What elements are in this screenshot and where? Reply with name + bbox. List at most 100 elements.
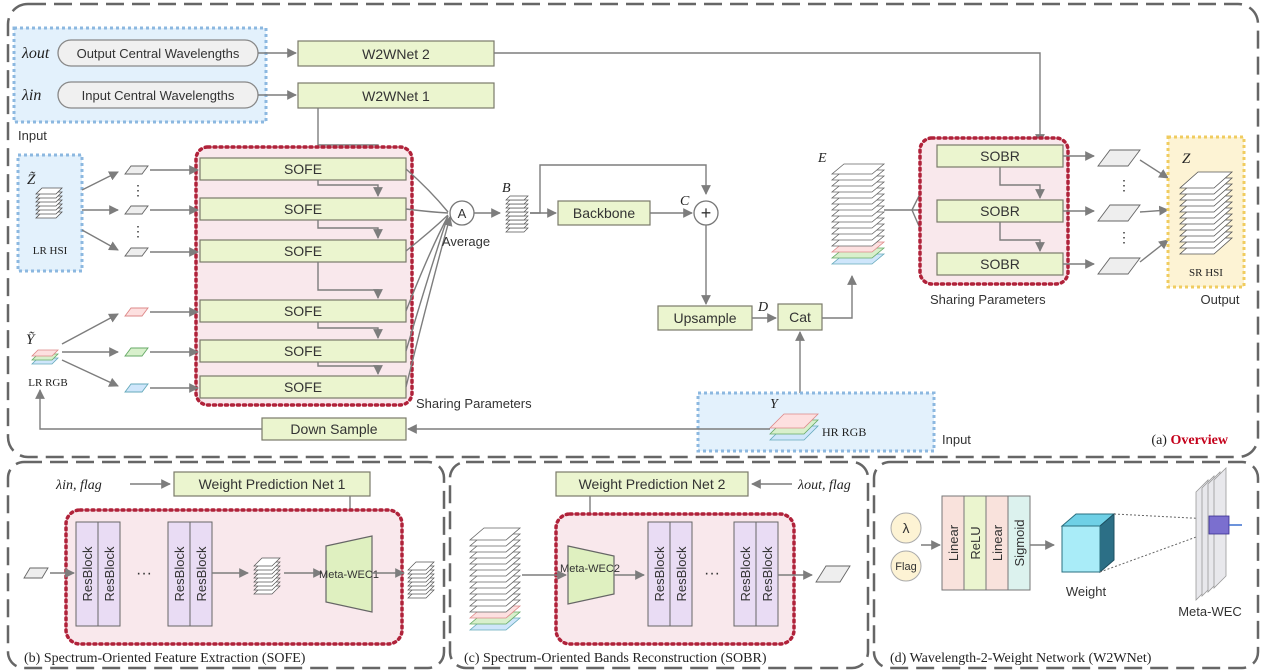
sobr-stack: SOBR SOBR SOBR [936,144,1064,276]
weight-projection-bottom [1099,531,1211,573]
backbone-box [557,200,651,226]
flag-node [890,550,922,582]
sofe-label-2: SOFE [284,201,322,217]
wpn1-box [173,471,371,497]
meta-wec2-label: Meta-WEC2 [560,563,620,575]
sobr-panel [448,460,870,670]
sofe-sharing-region [194,145,414,407]
sobr-output-slice [815,565,851,583]
sr-hsi-label: SR HSI [1189,267,1223,279]
lambda-node-label: λ [903,520,910,536]
sofe-resblocks: ResBlock ResBlock ··· ResBlock ResBlock [75,521,213,627]
sofe-resblock-2-label: ResBlock [102,546,117,601]
dots-4: ⋮ [1117,229,1131,245]
arrow-cat-to-e [822,275,857,319]
w2wnet1-label: W2WNet 1 [362,88,430,104]
upsample-label: Upsample [673,310,736,326]
sigmoid-layer-label: Sigmoid [1012,520,1027,567]
cat-box [777,303,823,331]
average-symbol: A [458,206,467,221]
b-feature-stack [505,195,529,233]
arrow-rgb-3 [61,359,119,387]
d-label: D [757,300,768,315]
sobr-resblocks: ResBlock ResBlock ··· ResBlock ResBlock [647,521,779,627]
arrow-to-sr-1 [1139,159,1169,179]
upsample-box [657,305,753,331]
out-band-2 [1097,204,1141,222]
sobr-sharing-label: Sharing Parameters [930,292,1046,307]
sobr-resblock-4 [755,521,779,627]
input-label-bottom: Input [942,432,971,447]
sofe-stack: SOFE SOFE SOFE SOFE SOFE SOFE [199,157,407,399]
band-slice-3 [124,247,149,257]
arrow-hsi-1 [81,171,119,191]
sofe-resblock-4 [189,521,213,627]
output-wavelength-label: Output Central Wavelengths [77,46,240,61]
arrow-w2wnet2-to-sobr [494,52,1045,144]
mlp-layers: Linear ReLU Linear Sigmoid [941,495,1031,591]
arrow-to-sr-3 [1139,239,1169,263]
sofe-resblock-4-label: ResBlock [194,546,209,601]
sofe-label-4: SOFE [284,303,322,319]
arrow-downsample-to-lr-rgb [35,389,262,430]
y-tilde-label: Ỹ [26,331,36,348]
sobr-resblock-1-label: ResBlock [652,546,667,601]
weight-label: Weight [1066,584,1107,599]
overview-panel [6,2,1260,459]
plus-symbol: + [701,203,712,223]
sofe-label-5: SOFE [284,343,322,359]
hr-rgb-stack-icon [769,413,819,441]
overview-caption: (a) Overview [1151,433,1228,448]
dots-3: ⋮ [1117,177,1131,193]
band-slice-2 [124,205,149,215]
wpn2-label: Weight Prediction Net 2 [579,476,726,492]
sobr-resblock-4-label: ResBlock [760,546,775,601]
e-label: E [817,151,827,166]
meta-wec2-trapezoid [567,545,615,605]
lr-rgb-stack-icon [31,349,59,365]
sobr-caption: (c) Spectrum-Oriented Bands Reconstructi… [464,651,767,666]
rgb-slice-r [124,307,149,317]
sobr-label-3: SOBR [980,256,1020,272]
sofe-param-arrow-3 [317,262,383,299]
sofe-ellipsis: ··· [136,565,152,582]
c-label: C [680,194,690,209]
wpn1-label: Weight Prediction Net 1 [199,476,346,492]
dots-2: ⋮ [131,223,145,239]
y-label: Y [770,397,780,412]
sofe-param-arrow-4 [317,322,383,339]
overview-caption-prefix: (a) [1151,433,1170,448]
sofe-caption: (b) Spectrum-Oriented Feature Extraction… [24,651,306,666]
w2w-caption: (d) Wavelength-2-Weight Network (W2WNet) [890,651,1152,666]
lambda-in-label: λin [21,87,41,104]
sr-hsi-stack-icon [1178,171,1234,255]
sofe-input-slice [23,567,49,579]
sofe-output-stack [407,561,435,599]
sobr-resblock-2-label: ResBlock [674,546,689,601]
z-label: Z [1182,151,1191,167]
sobr-param-arrow-1 [999,167,1045,199]
sobr-input-stack [468,527,522,631]
linear-layer-1-label: Linear [946,524,961,561]
sobr-param-arrow-2 [999,222,1045,252]
arrow-to-sr-2 [1139,205,1169,216]
downsample-label: Down Sample [290,421,377,437]
weight-cube-icon [1060,512,1116,574]
average-label: Average [442,234,490,249]
meta-wec1-trapezoid [325,535,373,613]
sofe-merge-arrows [405,168,453,388]
w2wnet2-label: W2WNet 2 [362,46,430,62]
sobr-ellipsis: ··· [704,565,720,582]
sobr-label-2: SOBR [980,203,1020,219]
sigmoid-layer [1007,495,1031,591]
sofe-param-arrow-2 [317,220,383,239]
wpn2-box [555,471,749,497]
sofe-feature-stack [253,557,281,595]
output-label: Output [1200,292,1239,307]
out-band-1 [1097,149,1141,167]
e-feature-stack [830,163,886,265]
z-tilde-label: Z̃ [27,172,36,188]
arrow-hsi-3 [81,229,119,251]
lr-hsi-stack-icon [35,187,63,219]
weight-projection-top [1113,513,1211,520]
